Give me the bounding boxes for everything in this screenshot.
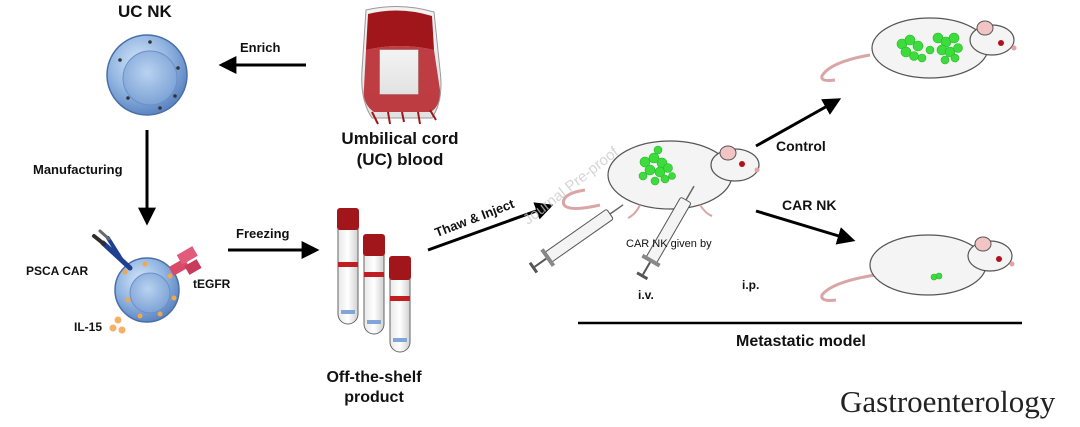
psca-car-receptor — [92, 229, 133, 271]
umbilical-cord-label: Umbilical cord (UC) blood — [322, 128, 478, 170]
manufacturing-label: Manufacturing — [33, 162, 123, 177]
car-nk-arrow — [755, 209, 856, 245]
journal-name: Gastroenterology — [840, 384, 1056, 419]
control-mouse-image — [820, 17, 1017, 82]
metastatic-model-label: Metastatic model — [736, 333, 866, 350]
umbilical-cord-line1: Umbilical cord — [341, 129, 459, 148]
blood-bag-image — [361, 5, 442, 125]
car-nk-label: CAR NK — [782, 197, 837, 213]
iv-label: i.v. — [638, 288, 654, 302]
car-nk-given-by-label: CAR NK given by — [626, 238, 712, 250]
iv-syringe-image — [528, 204, 624, 274]
freezing-label: Freezing — [236, 226, 290, 241]
psca-car-label: PSCA CAR — [26, 264, 89, 278]
central-mouse-image — [561, 140, 760, 219]
tegfr-receptor — [168, 246, 202, 276]
uc-nk-title: UC NK — [118, 2, 172, 21]
off-the-shelf-line1: Off-the-shelf — [326, 369, 422, 386]
ip-syringe-image — [636, 185, 695, 281]
off-the-shelf-line2: product — [344, 389, 404, 406]
uc-nk-cell — [106, 34, 188, 116]
car-nk-cell — [92, 229, 202, 334]
off-the-shelf-label: Off-the-shelf product — [304, 368, 444, 408]
treated-mouse-image — [820, 234, 1015, 302]
il15-label: IL-15 — [74, 320, 103, 334]
thaw-inject-arrow — [427, 202, 554, 252]
blood-tubes-image — [337, 208, 411, 353]
control-label: Control — [776, 138, 826, 154]
ip-label: i.p. — [742, 278, 760, 292]
umbilical-cord-line2: (UC) blood — [356, 150, 444, 169]
enrich-label: Enrich — [240, 40, 281, 55]
control-arrow — [755, 98, 842, 148]
tegfr-label: tEGFR — [193, 277, 231, 291]
